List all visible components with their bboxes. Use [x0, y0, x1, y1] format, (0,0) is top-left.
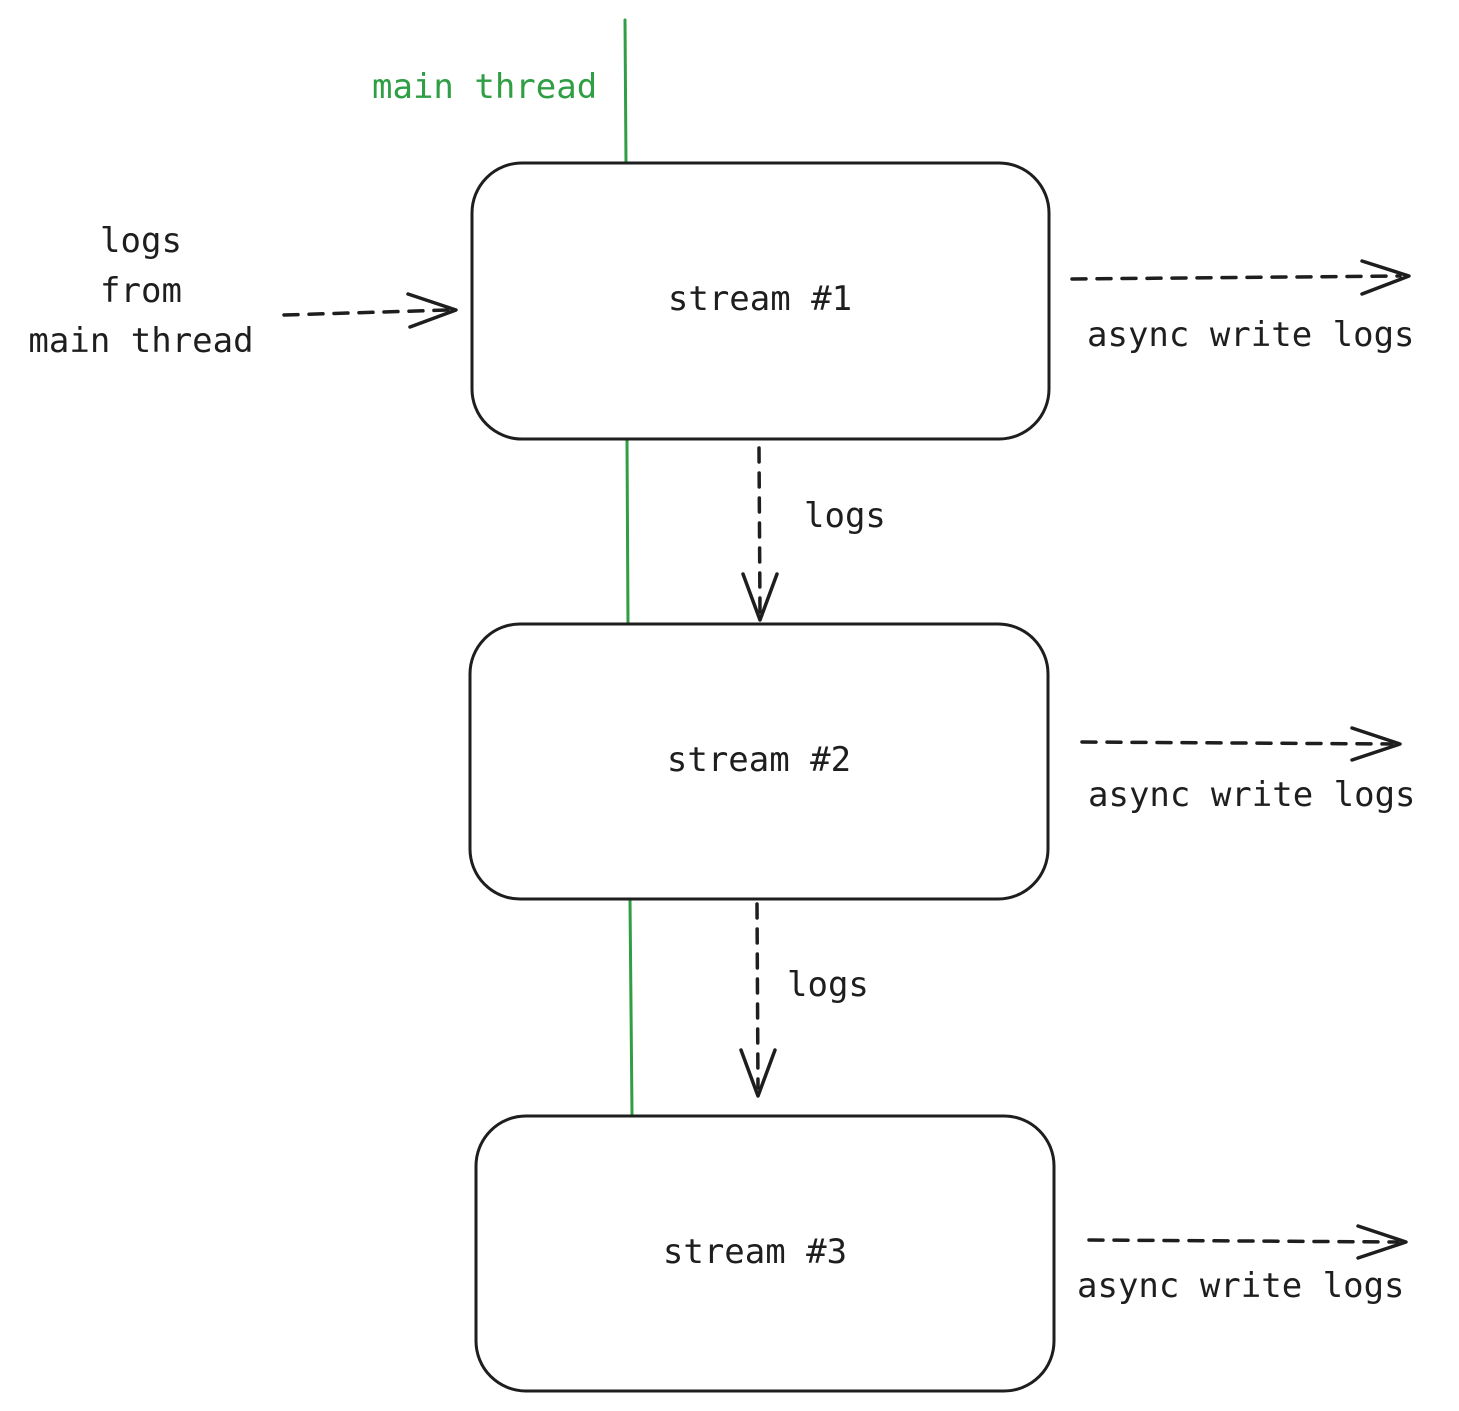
- async-write-arrow-1: [1070, 259, 1411, 296]
- async-write-label-1: async write logs: [1087, 315, 1415, 355]
- async-write-arrow-3: [1087, 1224, 1408, 1260]
- handoff-arrow-1: [741, 446, 779, 622]
- handoff-label-1: logs: [804, 496, 886, 536]
- main-thread-line-bottom: [628, 898, 634, 1116]
- handoff-label-2: logs: [787, 965, 869, 1005]
- async-write-label-2: async write logs: [1088, 775, 1416, 815]
- stream-label-1: stream #1: [668, 279, 852, 319]
- input-label-line-2: from: [100, 271, 182, 311]
- main-thread-line-top: [623, 18, 628, 165]
- async-write-arrow-2: [1080, 726, 1402, 762]
- stream-box-1: [470, 161, 1051, 441]
- handoff-arrow-2: [739, 902, 777, 1098]
- input-label-line-1: logs: [100, 221, 182, 261]
- main-thread-line-mid: [625, 438, 630, 626]
- main-thread-label: main thread: [372, 67, 597, 107]
- stream-label-3: stream #3: [663, 1232, 847, 1272]
- stream-box-2: [468, 622, 1050, 901]
- async-write-label-3: async write logs: [1077, 1266, 1405, 1306]
- input-arrow: [282, 292, 458, 329]
- stream-box-3: [474, 1114, 1056, 1393]
- stream-label-2: stream #2: [667, 740, 851, 780]
- input-label-line-3: main thread: [28, 321, 253, 361]
